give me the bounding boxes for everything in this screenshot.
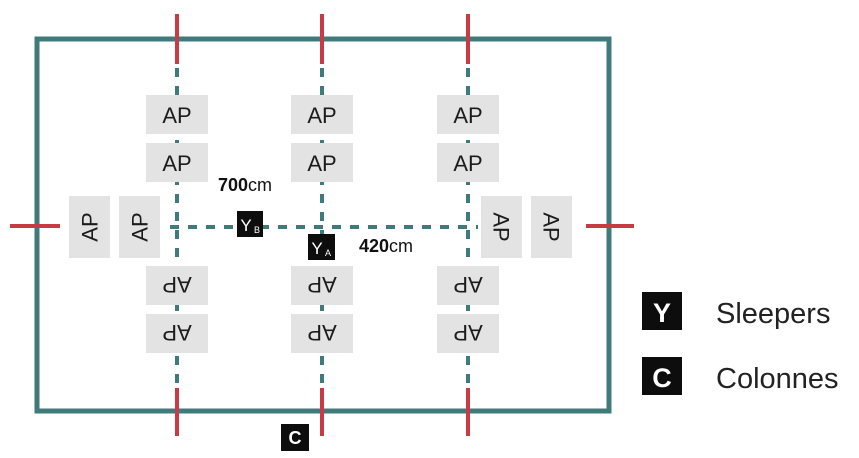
legend-label: Colonnes	[716, 363, 839, 395]
legend-item-colonnes: C Colonnes	[642, 357, 839, 395]
ap-label: AP	[453, 151, 482, 176]
ap-label: AP	[162, 151, 191, 176]
marker-subscript: B	[254, 225, 260, 235]
ap-box: AP	[481, 196, 522, 258]
ap-box: AP	[291, 143, 353, 182]
dimension-unit: cm	[389, 236, 413, 256]
ap-box: AP	[437, 95, 499, 134]
marker-c: C	[281, 424, 309, 451]
ap-box: AP	[146, 143, 208, 182]
ap-label: AP	[307, 320, 336, 345]
ap-box: AP	[291, 266, 353, 305]
marker-ya: Y A	[308, 234, 335, 260]
dimension-420cm: 420cm	[359, 236, 413, 256]
dashed-grid-lines	[170, 68, 478, 388]
ap-box: AP	[119, 196, 160, 258]
ap-box: AP	[146, 314, 208, 353]
dimension-value: 700	[218, 175, 248, 195]
dimension-unit: cm	[248, 175, 272, 195]
ap-box: AP	[531, 196, 572, 258]
ap-label: AP	[162, 320, 191, 345]
ap-boxes-sideways: AP AP AP AP	[69, 196, 572, 258]
ap-boxes-upright: AP AP AP AP AP AP	[146, 95, 499, 182]
legend-label: Sleepers	[716, 298, 830, 330]
ap-label: AP	[453, 272, 482, 297]
ap-box: AP	[291, 95, 353, 134]
ap-box: AP	[69, 196, 110, 258]
dimension-value: 420	[359, 236, 389, 256]
ap-label: AP	[539, 212, 564, 241]
marker-yb: Y B	[237, 211, 263, 237]
marker-letter: C	[289, 428, 302, 448]
ap-boxes-upside-down: AP AP AP AP AP AP	[146, 266, 499, 353]
ap-box: AP	[437, 266, 499, 305]
legend-letter: Y	[653, 298, 671, 328]
legend-item-sleepers: Y Sleepers	[642, 292, 830, 330]
ap-label: AP	[78, 212, 103, 241]
ap-box: AP	[437, 143, 499, 182]
marker-letter: Y	[240, 216, 251, 235]
ap-label: AP	[307, 151, 336, 176]
ap-label: AP	[162, 272, 191, 297]
ap-label: AP	[453, 103, 482, 128]
legend: Y Sleepers C Colonnes	[642, 292, 839, 395]
column-ticks	[10, 14, 634, 436]
ap-label: AP	[489, 212, 514, 241]
marker-subscript: A	[325, 248, 331, 258]
ap-box: AP	[146, 95, 208, 134]
dimension-700cm: 700cm	[218, 175, 272, 195]
ap-box: AP	[291, 314, 353, 353]
marker-letter: Y	[311, 239, 322, 258]
ap-label: AP	[453, 320, 482, 345]
ap-label: AP	[128, 212, 153, 241]
legend-letter: C	[652, 363, 672, 393]
ap-label: AP	[307, 272, 336, 297]
ap-label: AP	[162, 103, 191, 128]
ap-box: AP	[146, 266, 208, 305]
ap-box: AP	[437, 314, 499, 353]
ap-label: AP	[307, 103, 336, 128]
